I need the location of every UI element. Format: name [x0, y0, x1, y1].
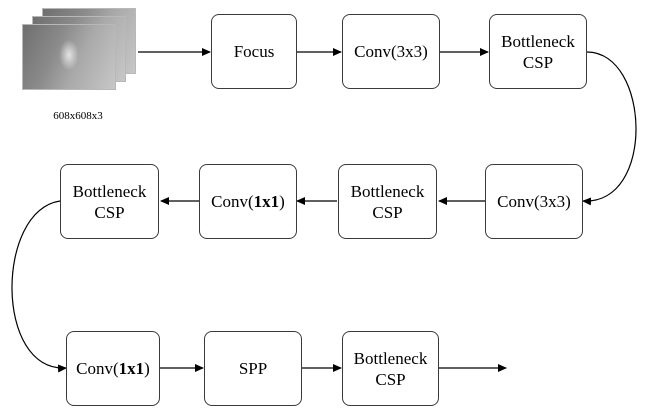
node-conv-1x1-1: Conv(1x1): [199, 164, 297, 239]
arrow-bcsp3-to-conv4: [11, 200, 67, 373]
node-focus-label: Focus: [233, 42, 275, 61]
node-conv-1x1-2-kernel: 1x1: [118, 359, 145, 378]
node-conv-3x3-2: Conv(3x3): [485, 164, 583, 239]
node-bottleneck-csp-4-line2: CSP: [375, 369, 406, 389]
node-spp: SPP: [204, 331, 302, 406]
node-conv-1x1-1-prefix: Conv(: [211, 192, 254, 211]
node-bottleneck-csp-3: Bottleneck CSP: [60, 164, 159, 239]
node-conv-1x1-1-kernel: 1x1: [253, 192, 280, 211]
node-conv-1x1-2: Conv(1x1): [66, 331, 160, 406]
node-bottleneck-csp-1-line1: Bottleneck: [501, 31, 575, 51]
node-bottleneck-csp-1: Bottleneck CSP: [489, 14, 587, 89]
node-bottleneck-csp-2: Bottleneck CSP: [338, 164, 437, 239]
input-size-caption: 608x608x3: [53, 110, 103, 122]
node-bottleneck-csp-3-line1: Bottleneck: [72, 181, 147, 201]
node-conv-3x3-1-label: Conv(3x3): [354, 42, 428, 61]
node-bottleneck-csp-4-line1: Bottleneck: [353, 348, 428, 368]
node-conv-1x1-2-label: Conv(1x1): [76, 358, 150, 379]
node-spp-label: SPP: [238, 359, 268, 378]
node-conv-3x3-1: Conv(3x3): [342, 14, 440, 89]
node-bottleneck-csp-3-line2: CSP: [94, 202, 125, 222]
node-conv-1x1-2-suffix: ): [144, 359, 150, 378]
arrow-bcsp1-to-conv2: [582, 51, 637, 206]
node-conv-1x1-2-prefix: Conv(: [76, 359, 119, 378]
node-bottleneck-csp-1-line2: CSP: [522, 52, 554, 72]
node-focus: Focus: [211, 14, 297, 89]
node-bottleneck-csp-2-line1: Bottleneck: [350, 181, 425, 201]
node-bottleneck-csp-2-line2: CSP: [372, 202, 403, 222]
node-conv-3x3-2-label: Conv(3x3): [497, 192, 571, 211]
node-bottleneck-csp-4: Bottleneck CSP: [342, 331, 439, 406]
input-image-layer-1: [22, 24, 116, 90]
node-conv-1x1-1-suffix: ): [279, 192, 285, 211]
node-conv-1x1-1-label: Conv(1x1): [211, 191, 285, 212]
